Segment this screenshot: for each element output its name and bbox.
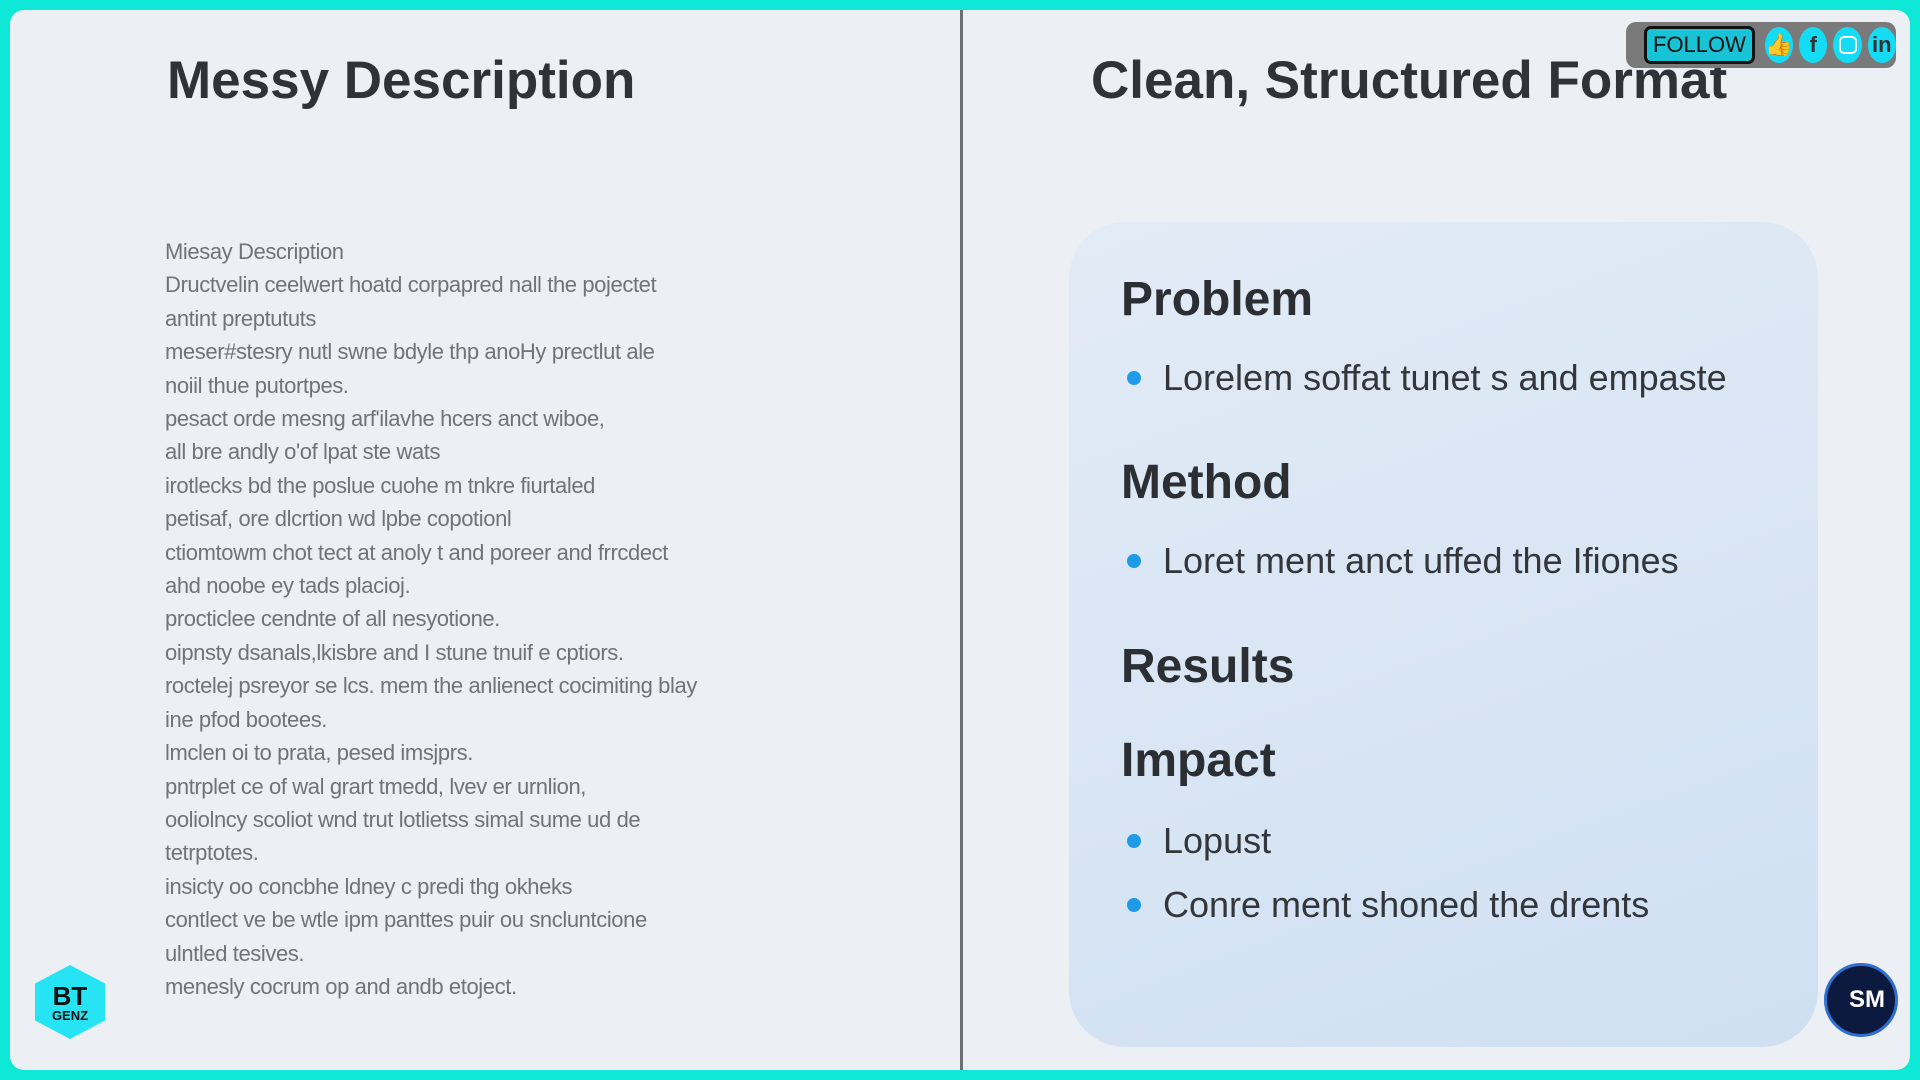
messy-line: ulntled tesives. <box>165 940 305 966</box>
messy-line: lmclen oi to prata, pesed imsjprs. <box>165 740 473 766</box>
bullet-text: Loret ment anct uffed the Ifiones <box>1163 540 1679 581</box>
messy-line: pntrplet ce of wal grart tmedd, lvev er … <box>165 773 587 799</box>
messy-line: all bre andly o'of lpat ste wats <box>165 439 441 465</box>
messy-line: petisaf, ore dlcrtion wd lpbe copotionl <box>165 506 512 532</box>
heading-method: Method <box>1121 456 1292 509</box>
logo-text: BT <box>52 980 88 1011</box>
right-title: Clean, Structured Format <box>1091 51 1728 110</box>
follow-button[interactable]: FOLLOW <box>1644 26 1755 64</box>
divider <box>960 10 963 1070</box>
bullet-item: Lopust <box>1127 820 1271 862</box>
messy-line: procticlee cendnte of all nesyotione. <box>165 606 500 632</box>
messy-line: contlect ve be wtle ipm panttes puir ou … <box>165 907 647 933</box>
bullet-dot-icon <box>1127 371 1141 385</box>
heading-results: Results <box>1121 640 1295 693</box>
bullet-item: Conre ment shoned the drents <box>1127 884 1649 926</box>
bullet-text: Lorelem soffat tunet s and empaste <box>1163 357 1727 398</box>
bullet-item: Lorelem soffat tunet s and empaste <box>1127 357 1727 399</box>
heading-problem: Problem <box>1121 273 1314 326</box>
messy-line: oipnsty dsanals,lkisbre and I stune tnui… <box>165 639 624 665</box>
messy-line: antint preptututs <box>165 305 316 331</box>
messy-line: ine pfod bootees. <box>165 706 328 732</box>
messy-line: meser#stesry nutl swne bdyle thp anoHy p… <box>165 339 655 365</box>
bullet-dot-icon <box>1127 834 1141 848</box>
bullet-dot-icon <box>1127 554 1141 568</box>
messy-line: tetrptotes. <box>165 840 259 866</box>
messy-line: ahd noobe ey tads placioj. <box>165 573 411 599</box>
social-bar: FOLLOW 👍 f in <box>1626 22 1896 68</box>
messy-line: ctiomtowm chot tect at anoly t and poree… <box>165 539 668 565</box>
bullet-item: Loret ment anct uffed the Ifiones <box>1127 540 1679 582</box>
linkedin-icon[interactable]: in <box>1867 27 1896 63</box>
messy-line: Dructvelin ceelwert hoatd corpapred nall… <box>165 272 657 298</box>
bullet-dot-icon <box>1127 898 1141 912</box>
messy-line: noiil thue putortpes. <box>165 372 349 398</box>
left-title: Messy Description <box>167 51 636 110</box>
messy-line: ooliolncy scoliot wnd trut lotlietss sim… <box>165 806 641 832</box>
thumbs-up-icon[interactable]: 👍 <box>1764 27 1794 63</box>
messy-line: irotlecks bd the poslue cuohe m tnkre fi… <box>165 472 595 498</box>
bullet-text: Lopust <box>1163 820 1272 861</box>
sm-logo: SM <box>1824 963 1898 1037</box>
messy-line: menesly cocrum op and andb etoject. <box>165 973 517 999</box>
messy-line: pesact orde mesng arf'ilavhe hcers anct … <box>165 406 605 432</box>
messy-line: Miesay Description <box>165 239 344 264</box>
bullet-text: Conre ment shoned the drents <box>1163 884 1650 925</box>
messy-line: insicty oo concbhe ldney c predi thg okh… <box>165 873 573 899</box>
slide: Messy Description Clean, Structured Form… <box>10 10 1910 1070</box>
structured-card: Problem Lorelem soffat tunet s and empas… <box>1069 222 1818 1047</box>
messy-line: roctelej psreyor se lcs. mem the anliene… <box>165 673 697 699</box>
instagram-icon[interactable] <box>1833 27 1862 63</box>
logo-subtext: GENZ <box>51 1007 89 1023</box>
facebook-icon[interactable]: f <box>1799 27 1828 63</box>
heading-impact: Impact <box>1121 734 1276 787</box>
